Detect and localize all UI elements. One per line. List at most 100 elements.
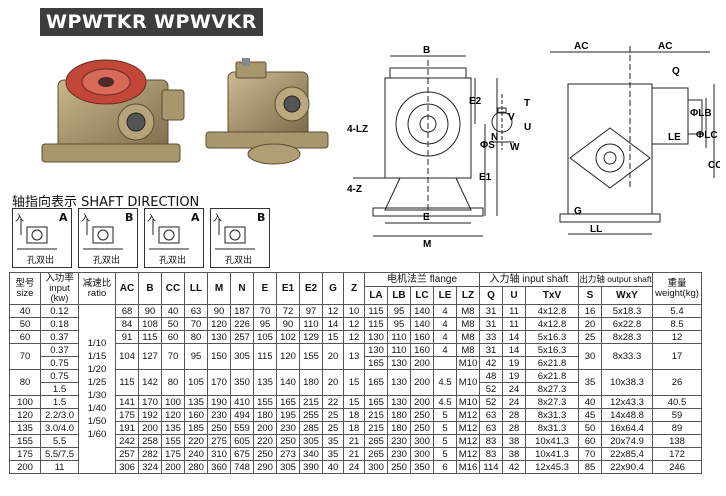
- cell-ll: 80: [184, 330, 208, 344]
- cell-input-0: 52: [479, 395, 503, 409]
- dim-label-ll: LL: [590, 224, 602, 235]
- cell-s: 30: [578, 343, 602, 370]
- cell-g: 22: [322, 395, 344, 409]
- header-z: Z: [343, 272, 365, 305]
- cell-b: 282: [138, 447, 162, 461]
- cell-b: 258: [138, 434, 162, 448]
- cell-lz: M12: [456, 434, 480, 448]
- dim-label-lb: ΦLB: [690, 108, 712, 119]
- ratio-value: 1/30: [87, 390, 107, 401]
- cell-lz: M10: [456, 395, 480, 409]
- dim-label-ac-2: AC: [658, 41, 672, 52]
- cell-input-1: 28: [502, 421, 526, 435]
- cell-le: 5: [433, 434, 457, 448]
- cell-input-1: 14: [502, 330, 526, 344]
- cell-m: 360: [207, 460, 231, 474]
- cell-lb: 230: [387, 434, 411, 448]
- cell-wxy: 14x48.8: [601, 408, 653, 422]
- gearbox-photo-1: [41, 59, 185, 163]
- shaft-direction-input-label: 入: [147, 214, 157, 224]
- cell-ll: 95: [184, 343, 208, 370]
- cell-input-2: 8x31.3: [525, 408, 579, 422]
- cell-g: 12: [322, 304, 344, 318]
- cell-la: 215: [364, 408, 388, 422]
- ratio-value: 1/10: [87, 338, 107, 349]
- cell-b: 192: [138, 408, 162, 422]
- cell-ll: 160: [184, 408, 208, 422]
- dim-label-m: M: [423, 239, 431, 250]
- cell-e1: 72: [276, 304, 300, 318]
- cell-ac: 191: [115, 421, 139, 435]
- cell-la: 165: [364, 369, 388, 396]
- cell-size: 155: [9, 434, 41, 448]
- cell-b: 170: [138, 395, 162, 409]
- cell-le: 4.5: [433, 369, 457, 396]
- cell-lz: M8: [456, 317, 480, 331]
- cell-e2: 129: [299, 330, 323, 344]
- cell-la: 165: [364, 356, 388, 370]
- cell-input-2: 5x16.3: [525, 330, 579, 344]
- model-tag-wpwtkr: WPWTKR: [40, 8, 154, 36]
- ratio-value: 1/50: [87, 416, 107, 427]
- shaft-direction-letter: A: [191, 211, 200, 224]
- cell-input-2: 12x45.3: [525, 460, 579, 474]
- cell-ac: 68: [115, 304, 139, 318]
- cell-cc: 200: [161, 460, 185, 474]
- cell-e1: 305: [276, 460, 300, 474]
- cell-cc: 60: [161, 330, 185, 344]
- shaft-direction-letter: A: [59, 211, 68, 224]
- cell-lc: 140: [410, 317, 434, 331]
- header-txv: TxV: [525, 286, 579, 305]
- shaft-direction-letter: B: [257, 211, 266, 224]
- cell-lc: 300: [410, 434, 434, 448]
- cell-power: 0.75: [40, 369, 79, 383]
- model-tag-wpwvkr: WPWVKR: [148, 8, 263, 36]
- cell-m: 250: [207, 421, 231, 435]
- cell-power: 1.5: [40, 382, 79, 396]
- shaft-direction-diagram: [215, 219, 255, 250]
- cell-g: 25: [322, 421, 344, 435]
- cell-input-0: 31: [479, 343, 503, 357]
- cell-e1: 230: [276, 421, 300, 435]
- cell-wxy: 8x28.3: [601, 330, 653, 344]
- header-n: N: [230, 272, 254, 305]
- cell-input-0: 63: [479, 421, 503, 435]
- dim-label-s: ΦS: [480, 140, 495, 151]
- cell-lc: 300: [410, 447, 434, 461]
- cell-lz: M12: [456, 408, 480, 422]
- cell-lz: M8: [456, 304, 480, 318]
- cell-e2: 285: [299, 421, 323, 435]
- cell-size: 80: [9, 369, 41, 396]
- cell-input-1: 11: [502, 304, 526, 318]
- cell-size: 175: [9, 447, 41, 461]
- cell-e1: 195: [276, 408, 300, 422]
- dim-label-g: G: [574, 206, 582, 217]
- cell-g: 15: [322, 330, 344, 344]
- cell-input-2: 4x12.8: [525, 304, 579, 318]
- cell-b: 142: [138, 369, 162, 396]
- cell-weight: 17: [652, 343, 702, 370]
- cell-lb: 95: [387, 317, 411, 331]
- header-q: Q: [479, 286, 503, 305]
- cell-b: 90: [138, 304, 162, 318]
- cell-power: 5.5: [40, 434, 79, 448]
- header-e2: E2: [299, 272, 323, 305]
- dim-label-u: U: [524, 122, 531, 133]
- cell-e2: 215: [299, 395, 323, 409]
- spec-table: 型号 size 入功率 input (kw) 减速比 ratio AC B CC…: [9, 272, 702, 474]
- cell-lz: M16: [456, 460, 480, 474]
- dim-label-cc: CC: [708, 160, 720, 171]
- cell-lc: 200: [410, 395, 434, 409]
- cell-z: 15: [343, 395, 365, 409]
- shaft-direction-input-label: 入: [81, 214, 91, 224]
- dim-label-q: Q: [672, 66, 680, 77]
- dim-label-ac-1: AC: [574, 41, 588, 52]
- cell-input-0: 31: [479, 304, 503, 318]
- header-e1: E1: [276, 272, 300, 305]
- cell-m: 130: [207, 330, 231, 344]
- ratio-value: 1/25: [87, 377, 107, 388]
- cell-input-1: 19: [502, 369, 526, 383]
